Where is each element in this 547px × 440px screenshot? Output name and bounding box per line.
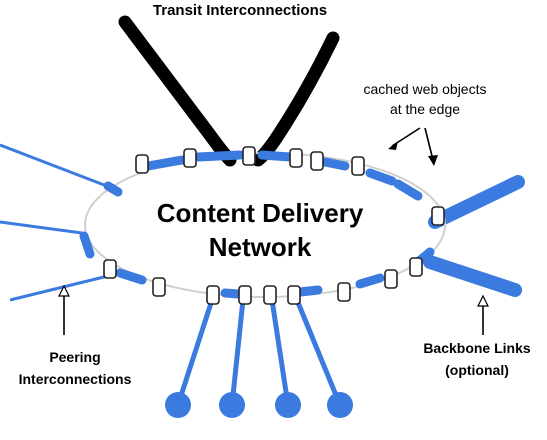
edge-node	[351, 156, 365, 176]
edge-node	[263, 285, 277, 305]
cached-label-line2: at the edge	[390, 101, 460, 117]
diagram-title: Transit Interconnections	[153, 2, 327, 19]
edge-node	[431, 206, 445, 226]
peering-link-1	[0, 143, 113, 190]
access-link-3	[269, 299, 291, 406]
ring-segment	[103, 181, 123, 197]
edge-node	[238, 285, 252, 305]
ring-segments	[79, 150, 435, 299]
backbone-link-2	[423, 255, 522, 297]
ring-segment	[257, 150, 295, 162]
edge-node	[135, 154, 149, 174]
edge-node	[152, 277, 166, 297]
peering-label-line1: Peering	[49, 349, 100, 365]
transit-link-right	[251, 31, 340, 167]
access-link-1	[175, 299, 215, 406]
backbone-label-line2: (optional)	[445, 362, 509, 378]
access-endpoint-2	[219, 392, 245, 418]
center-label-line1: Content Delivery	[157, 198, 364, 228]
access-link-2	[229, 299, 246, 406]
edge-node	[310, 151, 324, 171]
ring-segment	[79, 231, 95, 259]
access-links	[165, 299, 353, 418]
peering-link-3	[9, 274, 109, 302]
access-endpoint-1	[165, 392, 191, 418]
edge-node	[287, 285, 301, 305]
edge-node	[384, 269, 398, 289]
ring-segment	[115, 268, 147, 285]
ring-segment	[365, 168, 397, 186]
cached-label-line1: cached web objects	[364, 81, 487, 97]
peering-link-2	[0, 220, 83, 235]
cached-arrow-2	[424, 127, 434, 161]
peering-arrowhead	[58, 284, 70, 297]
backbone-arrowhead	[477, 294, 489, 307]
ring-segment	[355, 273, 385, 289]
backbone-label-line1: Backbone Links	[423, 340, 531, 356]
peering-links	[0, 143, 113, 302]
backbone-link-1	[428, 175, 525, 229]
edge-nodes	[103, 146, 445, 305]
cached-arrowhead-1	[388, 141, 398, 150]
center-label-line2: Network	[209, 232, 312, 262]
ring-segment	[143, 155, 187, 171]
annotation-arrows	[58, 127, 489, 335]
ring-segment	[220, 288, 243, 299]
cached-arrowhead-2	[428, 155, 438, 166]
edge-node	[242, 146, 256, 166]
transit-link-left	[118, 15, 237, 167]
peering-label-line2: Interconnections	[19, 371, 132, 387]
access-endpoint-3	[275, 392, 301, 418]
ring-segment	[295, 285, 323, 297]
edge-node	[183, 148, 197, 168]
ring-segment	[193, 150, 245, 162]
ring-segment	[393, 179, 423, 201]
transit-links	[118, 15, 340, 167]
backbone-links	[423, 175, 525, 297]
edge-node	[409, 257, 423, 277]
access-link-4	[294, 299, 343, 406]
ring-segment	[320, 157, 350, 171]
edge-node	[103, 259, 117, 279]
edge-node	[289, 148, 303, 168]
edge-node	[337, 282, 351, 302]
access-endpoint-4	[327, 392, 353, 418]
edge-node	[206, 285, 220, 305]
